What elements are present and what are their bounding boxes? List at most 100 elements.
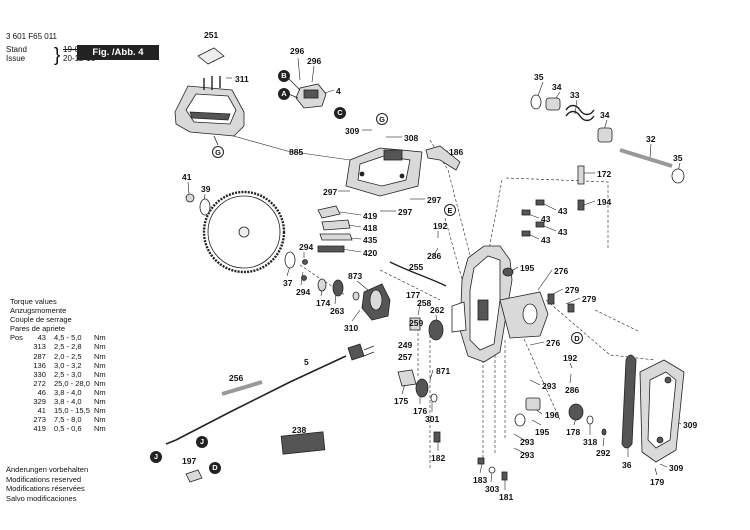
part-callout-276: 276 [546, 338, 561, 348]
part-callout-885: 885 [289, 147, 304, 157]
torque-unit: Nm [94, 406, 106, 416]
part-callout-309: 309 [683, 420, 698, 430]
part-callout-34: 34 [600, 110, 610, 120]
part-callout-286: 286 [565, 385, 580, 395]
part-callout-873: 873 [348, 271, 363, 281]
part-callout-418: 418 [363, 223, 378, 233]
torque-range: 3,0 - 3,2 [54, 360, 82, 370]
torque-row: 272 25,0 - 28,0 Nm [10, 378, 105, 388]
belt-guard-179 [639, 359, 685, 463]
figure-label: Fig. /Abb. 4 [77, 45, 159, 60]
part-callout-309: 309 [345, 126, 360, 136]
part-callout-293: 293 [542, 381, 557, 391]
part-callout-197: 197 [182, 456, 197, 466]
part-callout-296: 296 [307, 56, 322, 66]
part-callout-174: 174 [316, 298, 331, 308]
belt-36 [621, 354, 637, 449]
stand-label: Stand [6, 45, 27, 54]
torque-unit: Nm [94, 369, 106, 379]
torque-title-line: Torque values [10, 297, 57, 306]
part-callout-262: 262 [430, 305, 445, 315]
reference-marker-j: J [196, 436, 208, 448]
torque-unit: Nm [94, 424, 106, 434]
part-callout-318: 318 [583, 437, 598, 447]
part-callout-297: 297 [323, 187, 338, 197]
part-callout-196: 196 [545, 410, 560, 420]
bracket-parts [317, 205, 353, 253]
part-callout-4: 4 [336, 86, 341, 96]
part-callout-192: 192 [433, 221, 448, 231]
part-callout-33: 33 [570, 90, 580, 100]
part-callout-43: 43 [541, 235, 551, 245]
part-callout-37: 37 [283, 278, 293, 288]
part-callout-276: 276 [554, 266, 569, 276]
torque-pos: 43 [37, 333, 46, 343]
torque-unit: Nm [94, 387, 106, 397]
torque-range: 7,5 - 8,0 [54, 415, 82, 425]
part-callout-172: 172 [597, 169, 612, 179]
label-plate-238 [280, 431, 326, 455]
torque-range: 25,0 - 28,0 [54, 378, 90, 388]
part-callout-293: 293 [520, 450, 535, 460]
part-callout-249: 249 [398, 340, 413, 350]
reference-marker-b: B [278, 70, 290, 82]
torque-range: 2,5 - 2,8 [54, 342, 82, 352]
part-callout-259: 259 [409, 318, 424, 328]
part-callout-195: 195 [535, 427, 550, 437]
torque-range: 3,8 - 4,0 [54, 387, 82, 397]
reference-marker-c: C [334, 107, 346, 119]
note-line: Salvo modificaciones [6, 493, 77, 503]
torque-unit: Nm [94, 342, 106, 352]
part-callout-303: 303 [485, 484, 500, 494]
part-callout-301: 301 [425, 414, 440, 424]
part-callout-257: 257 [398, 352, 413, 362]
part-callout-255: 255 [409, 262, 424, 272]
part-callout-35: 35 [673, 153, 683, 163]
torque-unit: Nm [94, 378, 106, 388]
date-brace: } [54, 45, 61, 66]
torque-pos: 272 [33, 378, 46, 388]
part-callout-179: 179 [650, 477, 665, 487]
part-callout-194: 194 [597, 197, 612, 207]
note-line: Modifications reserved [6, 474, 82, 484]
saw-blade [202, 190, 286, 274]
part-callout-297: 297 [427, 195, 442, 205]
part-callout-178: 178 [566, 427, 581, 437]
reference-marker-d: D [209, 462, 221, 474]
wire-255 [389, 261, 447, 287]
switch-part-4 [283, 73, 327, 109]
screws-43 [521, 199, 545, 237]
reference-marker-g: G [376, 113, 388, 125]
torque-pos: 330 [33, 369, 46, 379]
torque-range: 0,5 - 0,6 [54, 424, 82, 434]
part-callout-238: 238 [292, 425, 307, 435]
part-callout-192: 192 [563, 353, 578, 363]
torque-pos: 419 [33, 424, 46, 434]
torque-unit: Nm [94, 397, 106, 407]
torque-unit: Nm [94, 351, 106, 361]
part-callout-294: 294 [299, 242, 314, 252]
torque-title-line: Pares de apriete [10, 324, 66, 334]
torque-range: 4,5 - 5,0 [54, 333, 82, 343]
lever-186 [425, 145, 461, 171]
part-callout-182: 182 [431, 453, 446, 463]
reference-marker-g: G [212, 146, 224, 158]
part-callout-36: 36 [622, 460, 632, 470]
part-callout-311: 311 [235, 74, 249, 84]
torque-pos: 46 [37, 387, 46, 397]
part-callout-286: 286 [427, 251, 442, 261]
part-callout-256: 256 [229, 373, 244, 383]
power-cord-5 [165, 343, 375, 445]
part-callout-419: 419 [363, 211, 378, 221]
torque-pos: 41 [37, 406, 46, 416]
part-callout-292: 292 [596, 448, 611, 458]
part-callout-177: 177 [406, 290, 421, 300]
part-callout-871: 871 [436, 366, 451, 376]
handle-assembly [174, 47, 245, 146]
part-callout-258: 258 [417, 298, 432, 308]
